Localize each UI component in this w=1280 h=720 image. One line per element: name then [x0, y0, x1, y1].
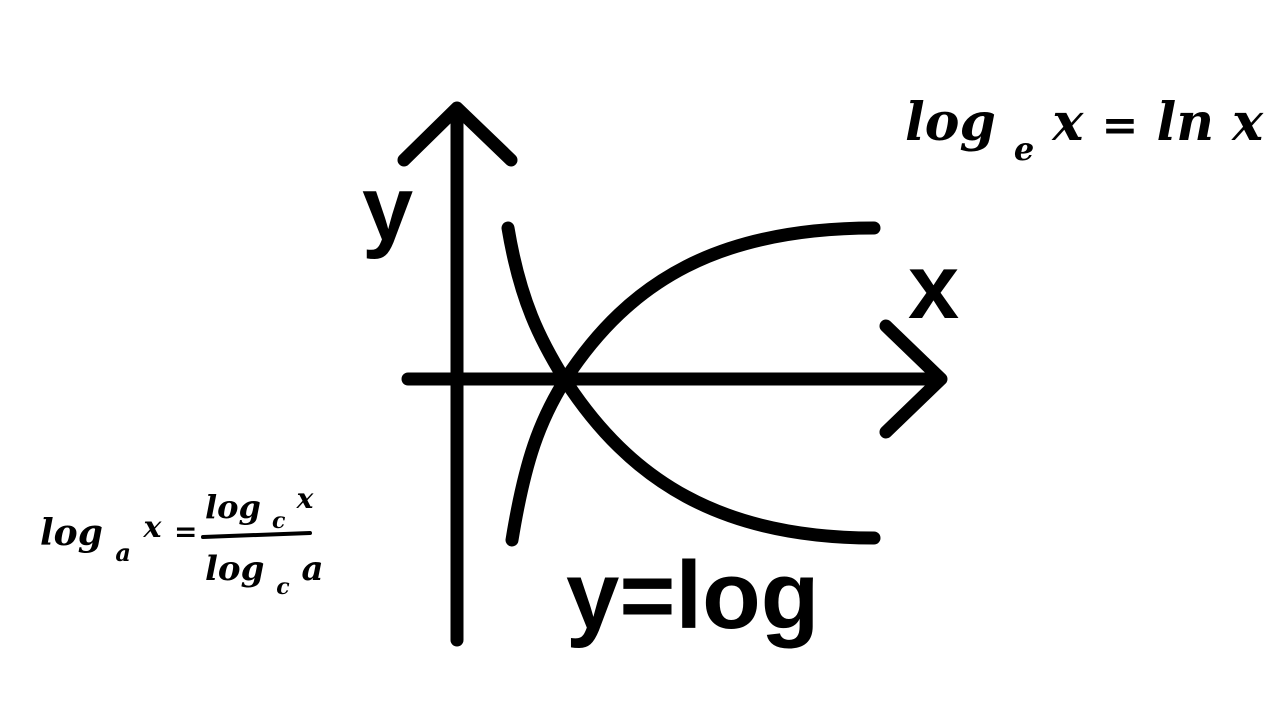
decreasing-log-curve — [501, 221, 881, 545]
lhs-base: log — [40, 512, 103, 554]
natural-log-rhs: ln x — [1156, 92, 1264, 153]
lhs-arg: x — [143, 510, 163, 545]
lhs-sub: a — [115, 538, 131, 567]
den-base: log — [205, 549, 264, 589]
den-arg: a — [301, 549, 323, 589]
fraction-bar — [201, 531, 312, 539]
y-axis-arrowhead — [397, 101, 518, 167]
diagram-title: y=log — [566, 542, 819, 649]
num-arg: x — [296, 482, 314, 515]
num-sub: c — [272, 508, 286, 534]
natural-log-lhs-arg: x — [1051, 92, 1084, 153]
increasing-log-curve — [505, 221, 881, 547]
natural-log-formula: log e x = ln x — [905, 92, 1264, 173]
fraction-numerator: log c x — [205, 482, 314, 536]
den-sub: c — [276, 574, 290, 600]
natural-log-lhs-sub: e — [1014, 130, 1034, 168]
natural-log-lhs-base: log — [905, 92, 996, 153]
fraction-denominator: log c a — [205, 549, 324, 603]
change-of-base-lhs: log a x = — [40, 504, 197, 570]
change-of-base-formula: log a x = log c x log c a — [40, 482, 324, 603]
natural-log-equals: = — [1102, 100, 1139, 151]
num-base: log — [205, 488, 261, 526]
x-axis-label: x — [908, 236, 959, 338]
x-axis-arrowhead — [879, 319, 948, 439]
y-axis-label: y — [362, 158, 413, 260]
lhs-equals: = — [174, 515, 197, 548]
